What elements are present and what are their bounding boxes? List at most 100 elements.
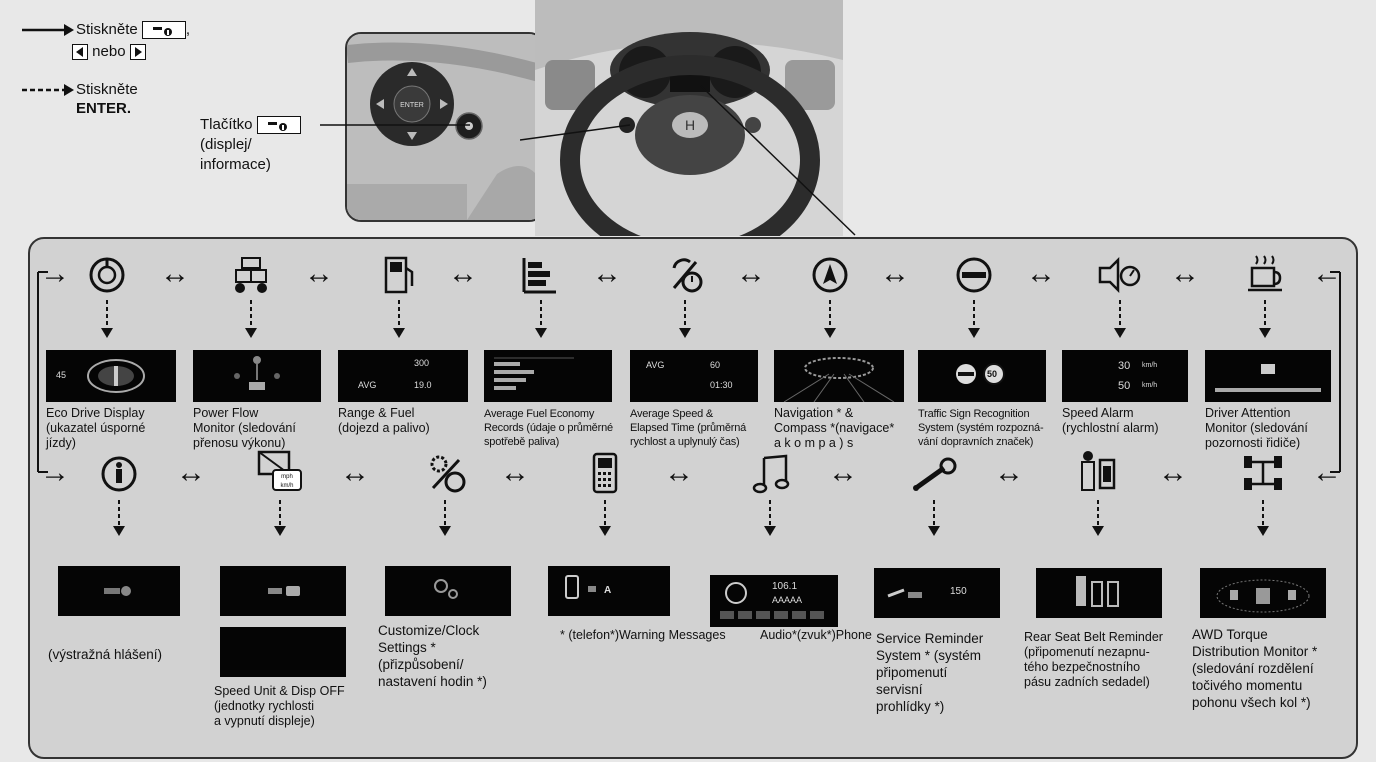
range-value: 300 (414, 358, 430, 368)
fuel-pump-icon (384, 256, 414, 294)
callout-line (520, 124, 631, 141)
alarm-1-value: 30 (1118, 360, 1131, 372)
info-button-label: Tlačítko (200, 115, 301, 135)
traffic-sign-screen: 50 (918, 350, 1046, 402)
speed-alarm-screen: 30 km/h 50 km/h (1062, 350, 1188, 402)
speed-alarm-icon (1098, 256, 1141, 294)
row2-entry-arrow: → (40, 456, 70, 489)
row1-arrow-3: ↔ (448, 257, 478, 290)
elapsed-time-value: 01:30 (710, 380, 733, 390)
seat-belt-label: Rear Seat Belt Reminder(připomenutí neza… (1024, 630, 1163, 689)
speed-time-screen: AVG 60 01:30 (630, 350, 758, 402)
speed-time-icon (672, 258, 703, 293)
power-flow-screen (193, 350, 321, 402)
awd-screen (1200, 568, 1326, 618)
power-flow-icon (235, 257, 267, 293)
seat-belt-screen (1036, 568, 1162, 618)
warning-info-icon (101, 456, 137, 492)
left-arrow-key-icon (72, 44, 88, 61)
row1-arrow-1: ↔ (160, 257, 190, 290)
awd-icon (1244, 456, 1282, 490)
row2-arrow-2: ↔ (340, 456, 370, 489)
legend-arrows-line: nebo (72, 42, 146, 61)
row2-arrow-1: ↔ (176, 456, 206, 489)
coffee-cup-icon (1248, 255, 1282, 292)
info-button-line3: informace) (200, 156, 271, 173)
range-avg-label: AVG (358, 380, 377, 390)
speed-unit-icon: mph km/h (257, 450, 302, 491)
info-key-icon (141, 21, 186, 40)
traffic-sign-icon (956, 257, 992, 293)
row1-arrow-5: ↔ (736, 257, 766, 290)
compass-icon (812, 257, 848, 293)
eco-drive-icon (89, 257, 125, 293)
fuel-economy-screen (484, 350, 612, 402)
info-button-line2: (displej/ (200, 136, 252, 153)
row2-arrow-3: ↔ (500, 456, 530, 489)
row1-arrow-8: ↔ (1170, 257, 1200, 290)
driver-attention-screen (1205, 350, 1331, 402)
phone-screen: A (548, 566, 670, 616)
legend-or-text: nebo (92, 43, 126, 60)
row1-down-arrows (101, 300, 1271, 338)
service-reminder-screen: 150 (874, 568, 1000, 618)
row1-arrow-6: ↔ (880, 257, 910, 290)
svg-text:H: H (685, 117, 695, 133)
speed-avg-value: 60 (710, 360, 721, 370)
info-key-icon-2 (256, 116, 301, 135)
settings-gears-icon (430, 455, 466, 493)
range-fuel-screen: 300 AVG 19.0 (338, 350, 468, 402)
speed-alarm-label: Speed Alarm(rychlostní alarm) (1062, 406, 1159, 435)
range-avg-value: 19.0 (414, 380, 432, 390)
steering-keypad-inset: ENTER (345, 32, 545, 222)
row1-exit-arrow: ← (1312, 257, 1342, 290)
row2-arrow-4: ↔ (664, 456, 694, 489)
row2-exit-arrow: ← (1312, 456, 1342, 489)
legend-arrows (22, 24, 74, 96)
customize-screen (385, 566, 511, 616)
row1-arrow-2: ↔ (304, 257, 334, 290)
row2-arrow-5: ↔ (828, 456, 858, 489)
audio-station-name: AAAAA (772, 595, 803, 605)
kmh-text: km/h (280, 483, 293, 489)
audio-frequency: 106.1 (772, 581, 798, 592)
legend-enter-key: ENTER. (76, 100, 132, 117)
callout-line-2 (700, 84, 856, 236)
row1-entry-arrow: → (40, 257, 70, 290)
row2-down-arrows (113, 500, 1269, 536)
row1-arrow-4: ↔ (592, 257, 622, 290)
row2-arrow-6: ↔ (994, 456, 1024, 489)
mph-text: mph (281, 474, 293, 480)
seat-belt-icon (1081, 451, 1116, 491)
phone-warning-label: * (telefon*)Warning Messages (560, 628, 726, 642)
warning-label: (výstražná hlášení) (48, 647, 163, 662)
legend-press-line: Stiskněte , (76, 21, 191, 40)
alarm-2-value: 50 (1118, 380, 1131, 392)
fuel-economy-bars-icon (522, 258, 556, 294)
warning-screen (58, 566, 180, 616)
loop-lines (37, 271, 1341, 473)
audio-phone-label: Audio*(zvuk*)Phone (760, 628, 872, 642)
eco-value: 45 (56, 370, 67, 380)
navigation-compass-label: Navigation * &Compass *(navigace*a k o m… (774, 406, 895, 450)
legend-press-text: Stiskněte (76, 21, 138, 38)
pointer-line (320, 124, 470, 126)
phone-contact: A (604, 585, 612, 596)
dashboard-photo: H (535, 0, 843, 236)
music-note-icon (752, 454, 790, 494)
audio-screen: 106.1 AAAAA (710, 575, 838, 627)
row2-arrow-7: ↔ (1158, 456, 1188, 489)
display-off-screen (220, 627, 346, 677)
speed-unit-screen (220, 566, 346, 616)
right-arrow-key-icon (129, 44, 146, 61)
sign-limit-value: 50 (987, 369, 998, 379)
row1-arrow-7: ↔ (1026, 257, 1056, 290)
